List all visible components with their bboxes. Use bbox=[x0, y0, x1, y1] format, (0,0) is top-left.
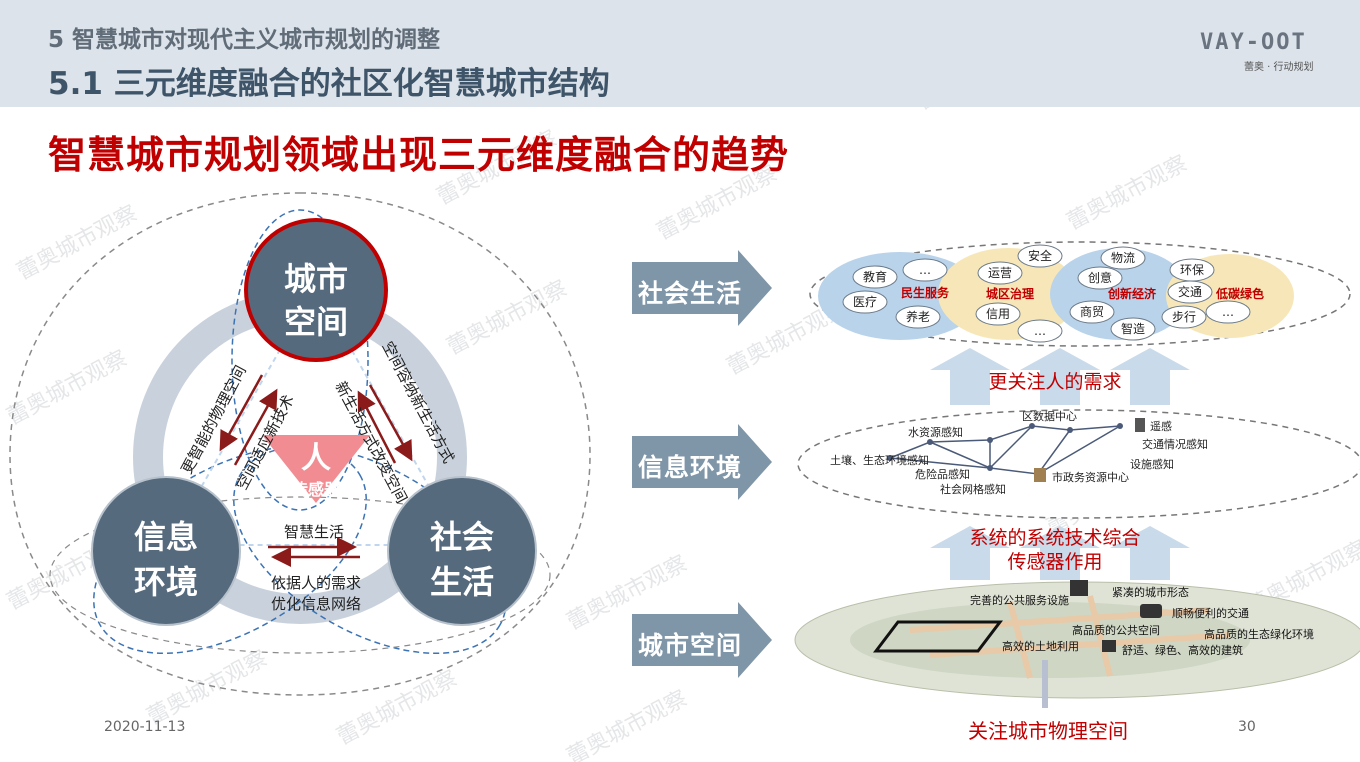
social-item: 安全 bbox=[1028, 248, 1052, 263]
network-lines bbox=[889, 425, 1121, 475]
social-item: … bbox=[1222, 305, 1234, 319]
row-label-urban-space: 城市空间 bbox=[632, 602, 772, 678]
chevron-arrow-icon bbox=[632, 602, 772, 678]
info-label: 市政务资源中心 bbox=[1052, 470, 1129, 484]
info-label: 设施感知 bbox=[1130, 457, 1174, 471]
social-item: 步行 bbox=[1172, 310, 1196, 324]
social-item: 智造 bbox=[1121, 321, 1145, 336]
social-group-name: 创新经济 bbox=[1107, 286, 1157, 301]
blue-dashed-top bbox=[231, 209, 369, 511]
arrow-left-inner bbox=[233, 388, 278, 466]
section-title: 5.1 三元维度融合的社区化智慧城市结构 bbox=[48, 66, 610, 102]
social-group-name: 民生服务 bbox=[901, 285, 950, 300]
urban-label: 高品质的公共空间 bbox=[1072, 623, 1160, 637]
center-main: 人 bbox=[301, 441, 331, 476]
center-sub: 传感器 bbox=[291, 480, 341, 499]
top-circle-urban-space bbox=[244, 218, 388, 362]
note-top: 更关注人的需求 bbox=[988, 371, 1122, 393]
top-circle-line1: 城市 bbox=[284, 260, 348, 298]
right-circle-line2: 生活 bbox=[430, 563, 494, 601]
up-arrows-top bbox=[930, 348, 1190, 405]
social-item: 物流 bbox=[1111, 251, 1135, 265]
social-item: 交通 bbox=[1178, 284, 1202, 299]
urban-label: 舒适、绿色、高效的建筑 bbox=[1122, 643, 1243, 657]
social-item: 商贸 bbox=[1080, 304, 1104, 319]
text-bottom-line1: 依据人的需求 bbox=[271, 574, 361, 592]
info-label: 社会网格感知 bbox=[940, 482, 1006, 496]
bus-icon bbox=[1140, 604, 1162, 618]
logo-mark: VAY-OOT bbox=[1200, 30, 1307, 55]
header-bar: 5 智慧城市对现代主义城市规划的调整 5.1 三元维度融合的社区化智慧城市结构 … bbox=[0, 0, 1360, 107]
arrow-right-inner bbox=[357, 390, 397, 464]
up-arrows-bottom bbox=[930, 526, 1190, 580]
top-circle-line2: 空间 bbox=[284, 303, 348, 341]
logo-text: 蕾奥 · 行动规划 bbox=[1244, 62, 1314, 73]
urban-label: 紧凑的城市形态 bbox=[1112, 585, 1189, 599]
social-item: 环保 bbox=[1180, 263, 1204, 277]
social-item: 创意 bbox=[1088, 270, 1112, 285]
info-label: 交通情况感知 bbox=[1142, 437, 1208, 451]
social-item: 信用 bbox=[986, 307, 1010, 321]
outer-dashed-boundary bbox=[9, 192, 591, 696]
inner-triangle bbox=[166, 284, 464, 546]
main-title: 智慧城市规划领域出现三元维度融合的趋势 bbox=[48, 133, 790, 177]
company-logo: VAY-OOT 蕾奥 · 行动规划 bbox=[1200, 30, 1322, 73]
info-label: 水资源感知 bbox=[908, 425, 963, 439]
three-layer-diagram: 教育 … 医疗 养老 民生服务 安全 运营 信用 … 城区治理 物流 创意 商贸… bbox=[794, 241, 1360, 708]
urban-label: 完善的公共服务设施 bbox=[970, 593, 1069, 607]
urban-label: 顺畅便利的交通 bbox=[1172, 606, 1249, 620]
page-number: 30 bbox=[1238, 719, 1256, 735]
grey-dashed-bottom bbox=[49, 496, 551, 654]
blue-dashed-left bbox=[93, 445, 367, 655]
arrow-left-outer bbox=[219, 374, 264, 452]
right-circle-line1: 社会 bbox=[430, 518, 494, 556]
social-group-name: 城区治理 bbox=[986, 286, 1034, 301]
database-icon bbox=[1034, 468, 1046, 482]
social-item: 教育 bbox=[863, 269, 887, 284]
left-circle-line2: 环境 bbox=[134, 563, 198, 601]
center-triangle bbox=[262, 435, 370, 503]
triad-diagram: 人 传感器 城市 空间 信息 环境 社会 生活 更智能的物理空间 空间适应新技术… bbox=[9, 192, 591, 696]
urban-label: 高效的土地利用 bbox=[1002, 639, 1079, 653]
footer-date: 2020-11-13 bbox=[104, 719, 186, 735]
watermark: 蕾奥城市观察 bbox=[1063, 151, 1192, 236]
social-group-name: 低碳绿色 bbox=[1215, 286, 1264, 301]
note-bottom: 关注城市物理空间 bbox=[968, 719, 1128, 743]
note-mid-line1: 系统的系统技术综合 bbox=[969, 527, 1141, 549]
row-label-social-life: 社会生活 bbox=[632, 250, 772, 326]
text-bottom-line2: 优化信息网络 bbox=[271, 595, 361, 613]
note-mid-line2: 传感器作用 bbox=[1007, 551, 1103, 573]
land-use-outline bbox=[872, 620, 1004, 653]
chevron-arrow-icon bbox=[632, 424, 772, 500]
section-subtitle: 5 智慧城市对现代主义城市规划的调整 bbox=[48, 27, 441, 53]
row-label-info-env: 信息环境 bbox=[632, 424, 772, 500]
info-label: 危险品感知 bbox=[915, 467, 970, 481]
info-ellipse bbox=[797, 409, 1360, 519]
urban-label: 高品质的生态绿化环境 bbox=[1204, 627, 1314, 641]
left-circle-info-env bbox=[91, 476, 241, 626]
server-icon bbox=[1135, 418, 1145, 432]
arrow-right-outer bbox=[368, 384, 413, 462]
social-item: 医疗 bbox=[853, 295, 877, 309]
building-icon bbox=[1070, 580, 1088, 596]
text-bottom-top: 智慧生活 bbox=[284, 523, 344, 541]
info-label: 区数据中心 bbox=[1022, 409, 1077, 423]
social-item: … bbox=[919, 263, 931, 277]
chevron-arrow-icon bbox=[632, 250, 772, 326]
blue-dashed-right bbox=[233, 445, 507, 655]
social-item: 养老 bbox=[906, 309, 930, 324]
left-circle-line1: 信息 bbox=[134, 518, 198, 556]
info-label: 遥感 bbox=[1150, 420, 1172, 433]
social-item: 运营 bbox=[988, 266, 1012, 280]
social-item: … bbox=[1034, 324, 1046, 338]
house-icon bbox=[1102, 640, 1116, 652]
right-circle-social-life bbox=[387, 476, 537, 626]
info-label: 土壤、生态环境感知 bbox=[830, 453, 929, 467]
